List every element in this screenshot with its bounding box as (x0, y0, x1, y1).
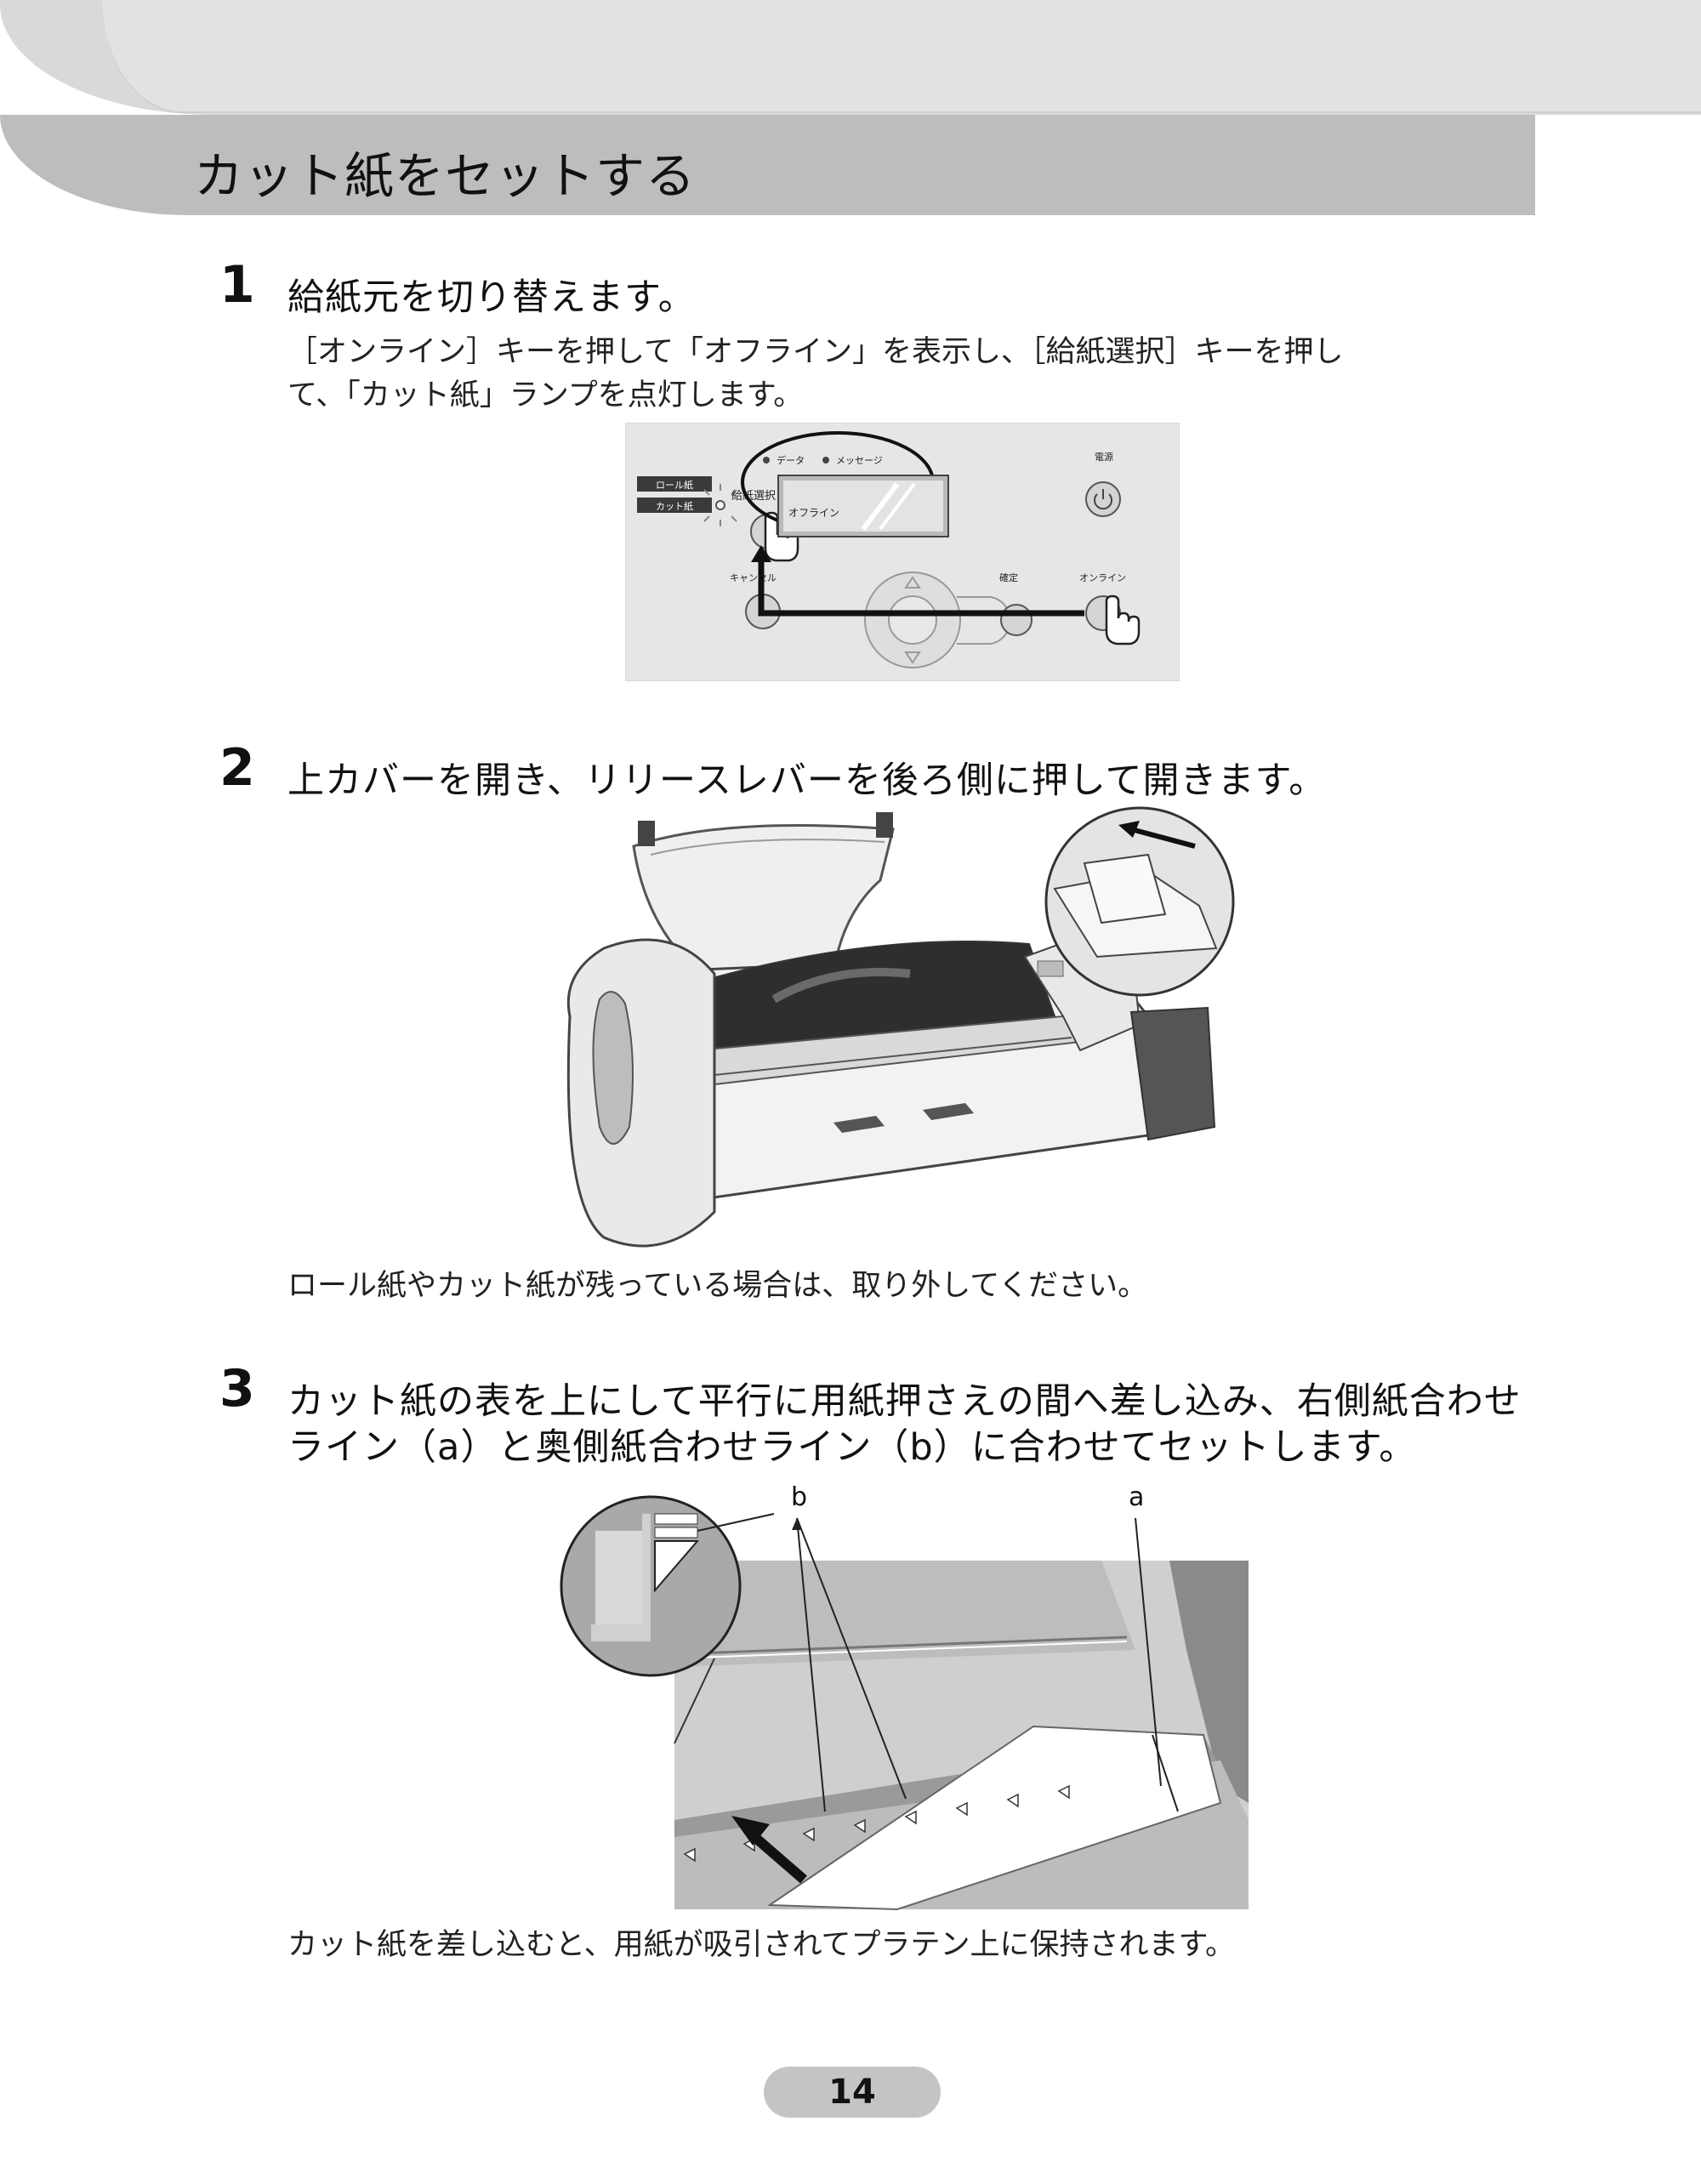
header-title-bar (0, 115, 1535, 215)
insert-direction-arrow-icon (731, 1816, 770, 1846)
lamp-lit-icon (703, 484, 737, 526)
power-icon (1094, 489, 1112, 510)
cut-paper-label: カット紙 (656, 500, 693, 512)
step-1-heading: 給紙元を切り替えます。 (287, 276, 696, 319)
feed-select-label: 給紙選択 (731, 490, 776, 503)
header-top-band (0, 0, 1701, 115)
header-top-inner (102, 0, 1701, 113)
display-text: オフライン (788, 507, 839, 519)
roll-paper-label: ロール紙 (656, 479, 693, 491)
cut-paper-sheet (766, 1725, 1222, 1911)
step-3-heading-line1: カット紙の表を上にして平行に用紙押さえの間へ差し込み、右側紙合わせ (287, 1380, 1522, 1423)
step-1-number: 1 (219, 255, 255, 315)
release-lever (1083, 853, 1167, 924)
data-label: データ (777, 454, 805, 466)
cut-paper-platen-figure: b a (560, 1482, 1249, 1911)
step-2-heading: 上カバーを開き、リリースレバーを後ろ側に押して開きます。 (287, 759, 1327, 802)
arrow-down-icon (904, 651, 921, 664)
arrow-up-icon (904, 576, 921, 589)
page-number-badge: 14 (764, 2067, 941, 2118)
step-3-heading-line2: ライン（a）と奥側紙合わせライン（b）に合わせてセットします。 (287, 1426, 1417, 1469)
printer-open-cover-figure (566, 806, 1235, 1248)
ok-label: 確定 (999, 572, 1018, 583)
step-3-number: 3 (219, 1359, 255, 1419)
message-lamp-icon (822, 457, 829, 464)
cancel-label: キャンセル (730, 572, 777, 583)
step-1-body-line1: ［オンライン］キーを押して「オフライン」を表示し、［給紙選択］キーを押し (287, 335, 1344, 369)
callout-b-label: b (791, 1482, 807, 1512)
hand-pointer-icon (1105, 594, 1141, 646)
online-label: オンライン (1079, 572, 1126, 583)
data-lamp-icon (763, 457, 770, 464)
page-title: カット紙をセットする (194, 147, 697, 205)
ok-button[interactable] (1000, 604, 1033, 636)
step-1-body-line2: て、「カット紙」ランプを点灯します。 (287, 378, 804, 412)
arrow-back-icon (1118, 821, 1140, 838)
step-2-note: ロール紙やカット紙が残っている場合は、取り外してください。 (287, 1269, 1148, 1303)
callout-a-label: a (1129, 1482, 1144, 1512)
arrow-up-pointer-icon (751, 545, 771, 562)
step-2-number: 2 (219, 738, 255, 798)
control-panel-figure: ロール紙 カット紙 給紙選択 キャンセル データ メッセージ オフライン 確定 … (625, 423, 1180, 681)
power-label: 電源 (1095, 451, 1113, 463)
step-3-note: カット紙を差し込むと、用紙が吸引されてプラテン上に保持されます。 (287, 1928, 1236, 1962)
message-label: メッセージ (836, 455, 883, 466)
